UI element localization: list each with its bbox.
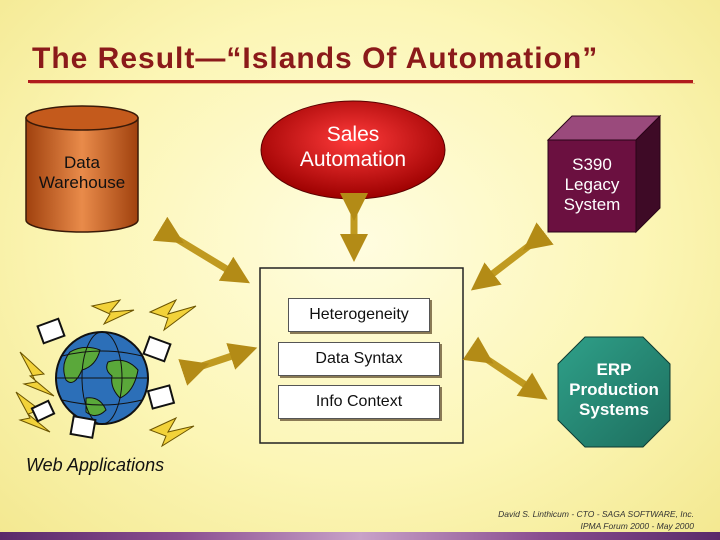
s390-label: S390 Legacy System (548, 155, 636, 215)
data-warehouse-label: Data Warehouse (26, 153, 138, 193)
erp-label-line2: Production (569, 380, 659, 400)
arrow-warehouse-center (152, 216, 250, 284)
arrow-erp-center (462, 336, 548, 400)
data-warehouse-label-line2: Warehouse (38, 173, 126, 193)
globe-network-icon (15, 298, 197, 448)
info-context-box: Info Context (278, 385, 440, 419)
footer-author: David S. Linthicum - CTO - SAGA SOFTWARE… (498, 509, 694, 519)
bottom-decorative-strip (0, 532, 720, 540)
sales-automation-label: Sales Automation (261, 123, 445, 173)
title-underline-shadow (30, 83, 695, 84)
s390-label-line3: System (563, 195, 621, 215)
data-syntax-box: Data Syntax (278, 342, 440, 376)
slide-title: The Result—“Islands Of Automation” (32, 42, 599, 75)
arrow-web-center (178, 343, 258, 386)
web-applications-label: Web Applications (26, 455, 165, 475)
title-underline (28, 80, 693, 83)
arrow-s390-center (470, 222, 554, 291)
data-warehouse-cylinder (25, 105, 139, 233)
s390-cube (546, 114, 662, 234)
heterogeneity-box: Heterogeneity (288, 298, 430, 332)
data-warehouse-label-line1: Data (64, 153, 100, 172)
s390-label-line2: Legacy (564, 175, 620, 195)
erp-label: ERP Production Systems (558, 360, 670, 420)
erp-label-line3: Systems (579, 400, 649, 420)
sales-automation-label-line2: Automation (299, 147, 407, 171)
footer-event: IPMA Forum 2000 - May 2000 (580, 521, 694, 531)
erp-octagon (557, 336, 671, 448)
s390-label-line1: S390 (572, 155, 612, 174)
sales-automation-label-line1: Sales (326, 123, 380, 146)
erp-label-line1: ERP (596, 360, 632, 379)
